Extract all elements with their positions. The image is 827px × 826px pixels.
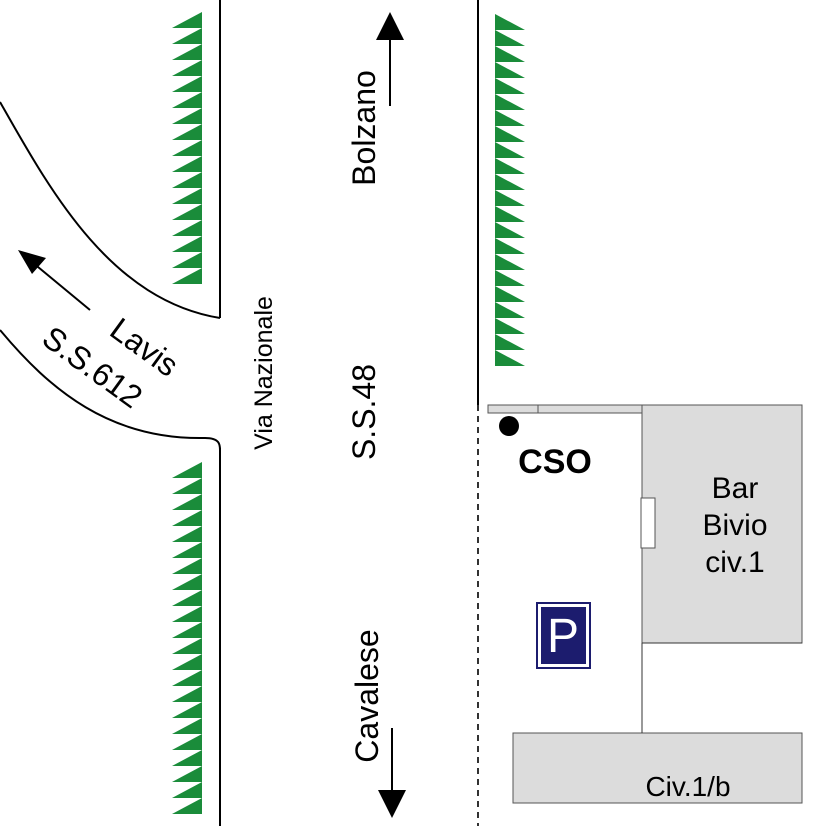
tree-rows [172, 12, 525, 814]
tree-icon [172, 510, 202, 526]
tree-icon [172, 252, 202, 268]
tree-icon [172, 76, 202, 92]
tree-icon [172, 478, 202, 494]
tree-icon [495, 14, 525, 30]
tree-icon [495, 206, 525, 222]
road-label-cavalese: Cavalese [349, 629, 385, 762]
arrow-northwest-icon [18, 250, 91, 311]
tree-icon [172, 12, 202, 28]
cso-marker[interactable] [499, 416, 519, 436]
tree-icon [172, 766, 202, 782]
tree-icon [172, 590, 202, 606]
tree-icon [172, 654, 202, 670]
tree-icon [172, 92, 202, 108]
tree-icon [172, 156, 202, 172]
street-label-via-nazionale: Via Nazionale [250, 296, 278, 450]
bar-label-line2: Bivio [702, 509, 767, 542]
tree-icon [172, 622, 202, 638]
tree-icon [495, 110, 525, 126]
tree-icon [172, 734, 202, 750]
tree-icon [172, 718, 202, 734]
tree-icon [495, 222, 525, 238]
tree-icon [495, 350, 525, 366]
tree-icon [172, 140, 202, 156]
tree-icon [172, 268, 202, 284]
tree-icon [172, 494, 202, 510]
tree-icon [172, 542, 202, 558]
tree-icon [495, 174, 525, 190]
tree-icon [495, 158, 525, 174]
sidewalk-strip [487, 404, 643, 414]
tree-icon [172, 28, 202, 44]
tree-icon [495, 286, 525, 302]
road-label-ss48: S.S.48 [346, 364, 382, 460]
tree-icon [172, 188, 202, 204]
tree-icon [172, 220, 202, 236]
tree-icon [172, 236, 202, 252]
tree-icon [495, 78, 525, 94]
branch-road-edge-north [0, 101, 221, 319]
tree-icon [172, 462, 202, 478]
tree-icon [495, 30, 525, 46]
tree-icon [172, 702, 202, 718]
parking-symbol: P [547, 610, 579, 663]
tree-icon [495, 318, 525, 334]
tree-icon [495, 238, 525, 254]
tree-icon [172, 108, 202, 124]
arrow-south-icon [378, 728, 406, 818]
tree-icon [172, 526, 202, 542]
tree-icon [172, 574, 202, 590]
cso-label: CSO [518, 443, 592, 481]
tree-icon [172, 798, 202, 814]
tree-icon [495, 270, 525, 286]
tree-icon [172, 686, 202, 702]
tree-icon [172, 558, 202, 574]
tree-icon [172, 172, 202, 188]
tree-icon [495, 126, 525, 142]
tree-icon [495, 334, 525, 350]
tree-icon [495, 302, 525, 318]
tree-icon [495, 142, 525, 158]
road-label-bolzano: Bolzano [346, 70, 382, 186]
tree-icon [172, 204, 202, 220]
tree-icon [495, 46, 525, 62]
tree-icon [495, 62, 525, 78]
branch-road-edge-south [0, 329, 221, 451]
civ-1b-building[interactable] [512, 732, 803, 804]
tree-icon [172, 60, 202, 76]
tree-icon [172, 670, 202, 686]
tree-icon [495, 254, 525, 270]
tree-icon [172, 782, 202, 798]
bar-label-number: civ.1 [705, 546, 764, 579]
tree-icon [172, 750, 202, 766]
tree-icon [495, 190, 525, 206]
tree-icon [495, 94, 525, 110]
building-entrance [640, 497, 656, 549]
arrow-north-icon [376, 12, 404, 106]
bar-bivio-building[interactable] [641, 404, 803, 644]
bar-label-line1: Bar [712, 472, 759, 505]
tree-icon [172, 606, 202, 622]
parking-icon[interactable]: P [536, 602, 591, 669]
civ-1b-label: Civ.1/b [645, 771, 730, 802]
tree-icon [172, 638, 202, 654]
tree-icon [172, 124, 202, 140]
tree-icon [172, 44, 202, 60]
